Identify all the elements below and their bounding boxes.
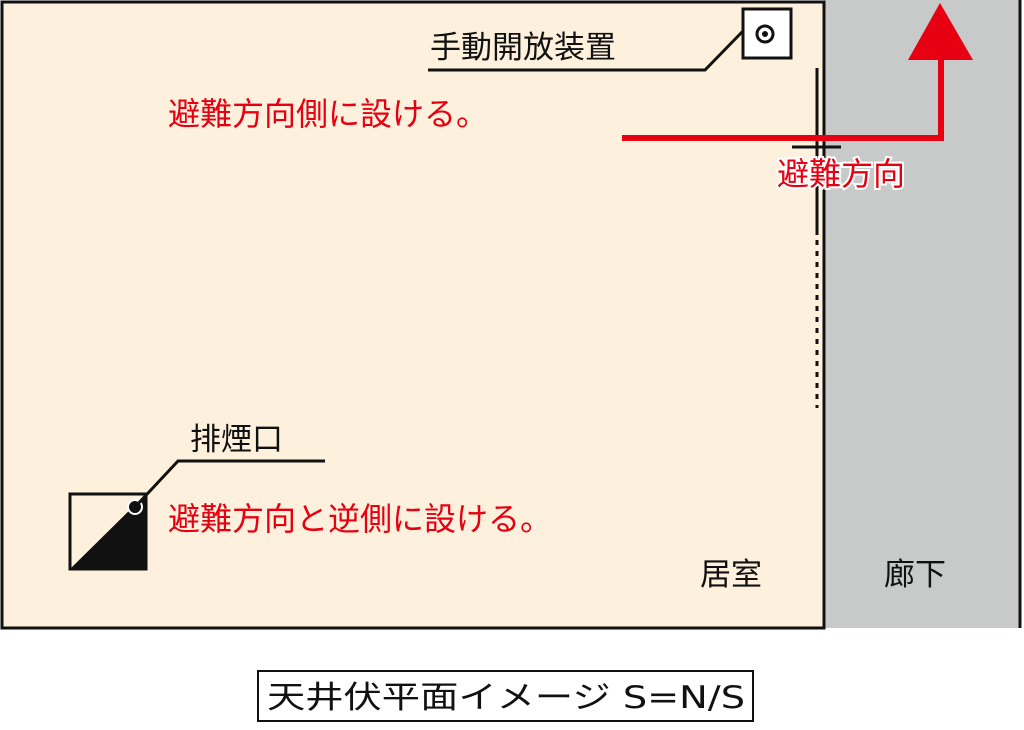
- evacuation-arrow-head-icon: [908, 3, 973, 60]
- caption-box: [257, 670, 754, 722]
- device-ring-icon: [755, 24, 775, 44]
- device-dot-icon: [762, 31, 768, 37]
- caption: 天井伏平面イメージ S=N/S: [267, 680, 745, 716]
- manual-release-device-icon: [741, 7, 793, 60]
- room-label: 居室: [700, 557, 762, 593]
- evac-side-note: 避難方向側に設ける。: [168, 95, 488, 133]
- smoke-vent-fill-icon: [70, 494, 146, 569]
- corridor-area: [824, 0, 1020, 628]
- evacuation-arrow-line: [622, 58, 944, 141]
- smoke-vent-label: 排煙口: [190, 422, 283, 458]
- corridor-label: 廊下: [884, 557, 946, 593]
- smoke-vent-leader: [133, 459, 325, 509]
- evac-direction-label: 避難方向: [777, 155, 905, 193]
- manual-release-leader: [428, 29, 745, 72]
- opposite-side-note: 避難方向と逆側に設ける。: [168, 500, 552, 538]
- manual-release-label: 手動開放装置: [430, 30, 616, 66]
